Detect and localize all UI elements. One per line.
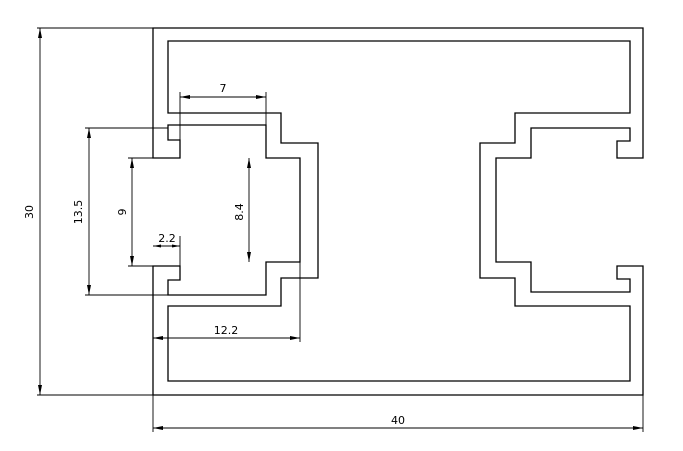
dim-arrow (290, 336, 300, 340)
dim-arrow (87, 285, 91, 295)
dim-arrow (130, 256, 134, 266)
upper-inner-cavity (167, 40, 631, 382)
profile-outer-contour (152, 27, 644, 396)
dim-arrow (153, 244, 161, 248)
dim-arrow (87, 128, 91, 138)
dim-label-overall-height: 30 (23, 205, 36, 219)
dim-arrow (633, 426, 643, 430)
dim-label-slot-neck-width: 7 (220, 82, 227, 95)
dim-label-channel-height: 8.4 (233, 203, 246, 221)
dim-arrow (172, 244, 180, 248)
dim-arrow (153, 426, 163, 430)
dim-arrow (153, 336, 163, 340)
dim-label-slot-inner-height: 9 (116, 209, 129, 216)
dim-label-slot-depth: 12.2 (214, 324, 239, 337)
dim-label-lip-width: 2.2 (158, 232, 176, 245)
dim-label-overall-width: 40 (391, 414, 405, 427)
dim-arrow (180, 95, 190, 99)
dim-arrow (247, 158, 251, 168)
dim-arrow (256, 95, 266, 99)
dim-arrow (38, 28, 42, 38)
dim-arrow (38, 385, 42, 395)
dim-arrow (130, 158, 134, 168)
dim-label-slot-outer-height: 13.5 (72, 200, 85, 225)
dim-arrow (247, 252, 251, 262)
